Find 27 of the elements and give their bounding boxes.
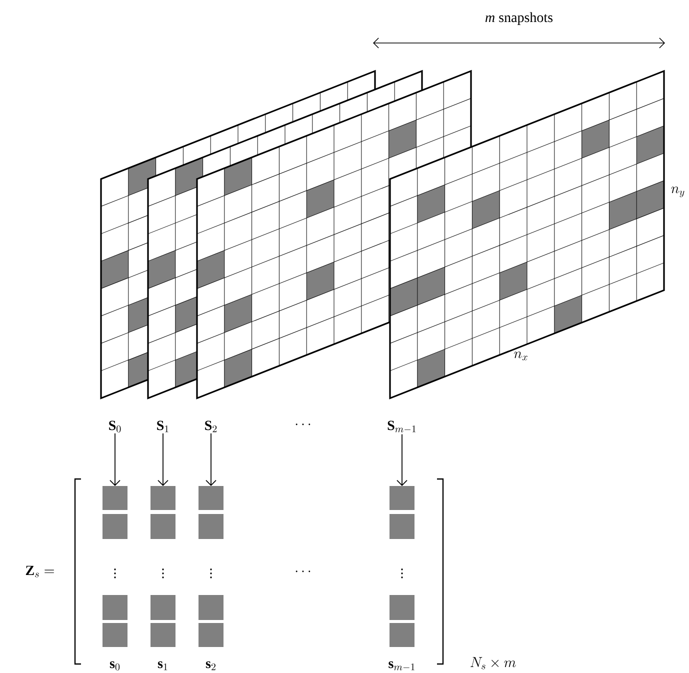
column-label: $\mathbf{s}_0$ — [110, 661, 120, 670]
column-label: $\mathbf{s}_1$ — [158, 661, 168, 670]
matrix-size: $N_s \times m$ — [470, 657, 516, 670]
axis-label: $n_x$ — [514, 352, 528, 360]
column-vector — [102, 486, 128, 647]
ellipsis: $\vdots$ — [210, 568, 212, 578]
column-vector — [198, 486, 224, 647]
arrow — [206, 432, 216, 486]
snapshot-label: $\mathbf{S}_1$ — [157, 420, 168, 432]
ellipsis: $\cdots$ — [296, 424, 310, 426]
ellipsis: $\vdots$ — [401, 568, 403, 578]
ellipsis: $\vdots$ — [162, 568, 164, 578]
arrow — [396, 434, 408, 486]
column-label: $\mathbf{s}_2$ — [206, 661, 216, 670]
column-vector — [390, 486, 414, 647]
snapshot-label: $\mathbf{S}_0$ — [109, 420, 121, 432]
arrow — [110, 432, 120, 486]
ellipsis: $\cdots$ — [296, 570, 310, 572]
column-vector — [150, 486, 176, 647]
arrow — [158, 432, 168, 486]
axis-label: $n_y$ — [671, 186, 684, 198]
dimension-label: m snapshots — [485, 12, 553, 25]
matrix-name: $\mathbf{Z}_s =$ — [26, 566, 54, 578]
column-label: $\mathbf{s}_{m-1}$ — [388, 661, 414, 670]
ellipsis: $\vdots$ — [114, 568, 116, 578]
snapshot-label: $\mathbf{S}_2$ — [205, 420, 217, 432]
snapshot-label: $\mathbf{S}_{m-1}$ — [388, 420, 416, 432]
